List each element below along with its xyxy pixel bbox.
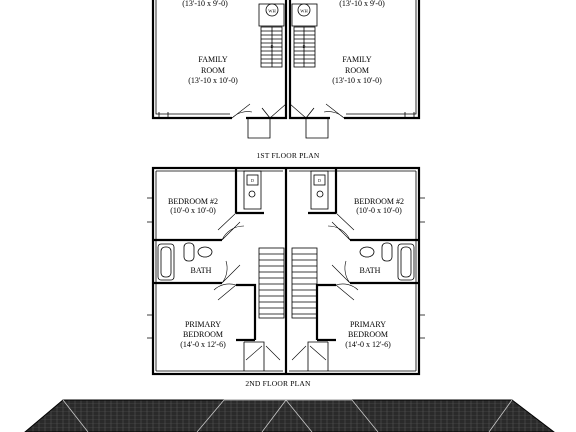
water-heater-right: [297, 3, 311, 17]
inner-wall-lines: [155, 0, 417, 115]
right-bedroom2-dim: (10'-0 x 10'-0): [356, 206, 402, 215]
bathtub-basin-right: [400, 246, 412, 278]
bottom-closet-right: [307, 341, 329, 371]
bedroom2-door-right: [327, 221, 351, 241]
stair-treads-left-2: [259, 253, 284, 315]
wh-label-left: WH: [268, 9, 276, 14]
left-primary-title-2: BEDROOM: [183, 330, 223, 339]
left-family-room-dim: (13'-10 x 10'-0): [188, 76, 238, 85]
closet-label-left: D: [251, 178, 254, 183]
right-primary-dim: (14'-0 x 12'-6): [345, 340, 391, 349]
water-heater-left: [265, 3, 279, 17]
right-bath-label: BATH: [360, 266, 381, 275]
bottom-closet-left: [243, 341, 265, 371]
window-marks-2: [147, 197, 425, 339]
roof-ridges-hips: [62, 399, 513, 432]
bath-door-left: [221, 260, 241, 284]
closet-fixture-right: [316, 190, 324, 198]
right-primary-title-2: BEDROOM: [348, 330, 388, 339]
closet-fixture-left: [248, 190, 256, 198]
stair-label-left: D: [271, 44, 274, 49]
stair-treads-left: [261, 30, 282, 64]
left-hall-walls: [236, 283, 257, 342]
inner-wall-lines-2: [155, 170, 417, 372]
stair-treads-right-2: [292, 253, 317, 315]
left-bath-walls: [153, 238, 222, 285]
right-family-room-title-2: ROOM: [345, 66, 369, 75]
porch-door-swings: [269, 103, 307, 119]
wh-label-right: WH: [300, 9, 308, 14]
closet-box-left: [246, 174, 259, 186]
primary-door-right: [335, 283, 359, 301]
left-closet-walls: [234, 168, 264, 215]
porch-right: [305, 107, 329, 139]
right-family-room-title-1: FAMILY: [342, 55, 371, 64]
right-bath-walls: [350, 238, 419, 285]
window-marks: [158, 112, 415, 118]
closet-box-right: [313, 174, 326, 186]
bath-door-right: [331, 260, 351, 284]
left-bath-label: BATH: [191, 266, 212, 275]
left-primary-dim: (14'-0 x 12'-6): [180, 340, 226, 349]
left-bedroom2-name: BEDROOM #2: [168, 197, 218, 206]
right-family-room-dim: (13'-10 x 10'-0): [332, 76, 382, 85]
bottom-closet-right-doors: [291, 345, 327, 361]
right-bedroom2-name: BEDROOM #2: [354, 197, 404, 206]
second-floor-plan: D D: [147, 166, 425, 388]
entry-door-right: [323, 103, 345, 119]
left-top-room-dim: (13'-10 x 9'-0): [182, 0, 228, 8]
right-top-room-dim: (13'-10 x 9'-0): [339, 0, 385, 8]
first-floor-plan: WH D WH D (13'-10 x 9'-0) (13'-10 x 9'-0…: [151, 0, 421, 160]
first-floor-outer-wall: [151, 0, 421, 120]
closet-label-right: D: [318, 178, 321, 183]
linen-closet-left: [243, 170, 262, 210]
stair-label-right: D: [303, 44, 306, 49]
toilet-left: [183, 242, 195, 262]
right-hall-walls: [315, 283, 336, 342]
stair-treads-right: [294, 30, 315, 64]
linen-closet-right: [310, 170, 329, 210]
stair-left-2: [258, 247, 285, 319]
right-closet-walls: [308, 168, 338, 215]
right-primary-title-1: PRIMARY: [350, 320, 386, 329]
toilet-right: [381, 242, 393, 262]
sink-right: [359, 246, 375, 258]
sink-left: [197, 246, 213, 258]
left-bedroom2-dim: (10'-0 x 10'-0): [170, 206, 216, 215]
first-floor-caption: 1ST FLOOR PLAN: [256, 151, 319, 160]
second-floor-caption: 2ND FLOOR PLAN: [245, 379, 311, 388]
porch-left: [247, 107, 271, 139]
bottom-closet-left-doors: [245, 345, 281, 361]
left-family-room-title-1: FAMILY: [198, 55, 227, 64]
bedroom2-door-left: [221, 221, 245, 241]
stair-right-2: [291, 247, 318, 319]
primary-door-left: [213, 283, 237, 301]
left-primary-title-1: PRIMARY: [185, 320, 221, 329]
bathtub-basin-left: [160, 246, 172, 278]
closet-door-swings: [217, 212, 355, 231]
entry-door-left: [231, 103, 253, 119]
left-family-room-title-2: ROOM: [201, 66, 225, 75]
roof-plan: [24, 399, 555, 432]
